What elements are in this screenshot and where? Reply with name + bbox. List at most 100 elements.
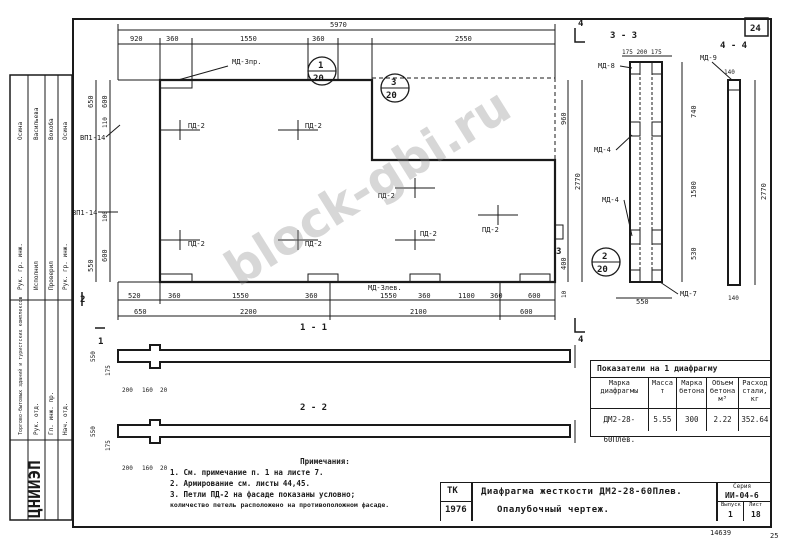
table-cell: ДМ2-28-60Плев. xyxy=(591,409,649,444)
indicators-table: Показатели на 1 диафрагму Марка диафрагм… xyxy=(590,360,772,444)
stamp-org-4: Нач. отд. xyxy=(62,402,69,435)
stamp-role-3: Проверил xyxy=(48,261,55,290)
dim-overall: 5970 xyxy=(330,21,347,29)
table-header-row: Марка диафрагмы Масса т Марка бетона Объ… xyxy=(591,378,771,409)
callout-1-bottom: 20 xyxy=(313,74,324,84)
dim-140-a: 140 xyxy=(724,69,735,76)
section-2-2: 2 - 2 550 200 160 20 175 xyxy=(90,403,576,472)
stamp-role-1: Рук. гр. инж. xyxy=(17,243,24,290)
dim-right-3: 400 xyxy=(560,257,568,270)
table-cell: 5.55 xyxy=(649,409,678,431)
table-title: Показатели на 1 диафрагму xyxy=(591,361,771,378)
table-cell: 2.22 xyxy=(707,409,739,431)
label-pd2-6: ПД-2 xyxy=(420,230,437,238)
dim-right-4: 10 xyxy=(561,290,568,298)
issue-label: Выпуск xyxy=(721,502,741,508)
section-title-22: 2 - 2 xyxy=(300,403,327,413)
section-3-3: 3 - 3 175 200 175 МД-8 МД-4 МД-4 МД-7 74… xyxy=(594,31,698,306)
stamp-divider-h xyxy=(441,501,471,502)
sheet-label: Лист xyxy=(749,502,763,508)
dim-right-1: 960 xyxy=(560,112,568,125)
table-row: ДМ2-28-60Плев. 5.55 300 2.22 352.64 xyxy=(591,409,771,444)
dim-left-5: 100 xyxy=(102,211,109,222)
s11-dim-20: 20 xyxy=(160,387,168,394)
dim-bot2-2: 2200 xyxy=(240,308,257,316)
dim-bot1-8: 360 xyxy=(490,292,503,300)
section-mark-4-top: 4 xyxy=(578,19,584,29)
stamp-name-4: Осина xyxy=(62,122,69,140)
dim-bot2-3: 2100 xyxy=(410,308,427,316)
callout-2-bottom: 20 xyxy=(597,265,608,275)
notes-block: Примечания: 1. См. примечание п. 1 на ли… xyxy=(170,456,440,511)
label-pd2-3: ПД-2 xyxy=(378,192,395,200)
note-item: количество петель расположено на противо… xyxy=(170,501,390,509)
table-header: Масса т xyxy=(649,378,678,408)
s11-dim-200: 200 xyxy=(122,387,133,394)
series-label: Серия xyxy=(733,483,752,490)
note-item: 2. Армирование см. листы 44,45. xyxy=(170,479,310,488)
note-item: 1. См. примечание п. 1 на листе 7. xyxy=(170,468,324,477)
page-corner: 25 xyxy=(770,532,778,540)
left-dimensions: 650 600 110 600 100 550 xyxy=(87,80,111,282)
dim-bot1-2: 360 xyxy=(168,292,181,300)
label-md9: МД-9 xyxy=(700,54,717,62)
table-cell: 300 xyxy=(677,409,708,431)
tk-label: ТК xyxy=(447,486,458,496)
label-pd2-7: ПД-2 xyxy=(482,226,499,234)
stamp-role-2: Исполнил xyxy=(33,261,40,290)
section-title-11: 1 - 1 xyxy=(300,323,327,333)
notes-title: Примечания: xyxy=(300,457,350,466)
stamp-divider-r2 xyxy=(743,501,744,521)
label-pd2-4: ПД-2 xyxy=(188,240,205,248)
dim-top-2: 360 xyxy=(166,35,179,43)
sheet-value: 18 xyxy=(751,510,761,519)
side-h-dim-2: 1500 xyxy=(690,181,698,198)
s22-dim-550: 550 xyxy=(90,426,97,437)
dim-top-3: 1550 xyxy=(240,35,257,43)
section-mark-4-bottom: 4 xyxy=(578,335,584,345)
label-pd2-1: ПД-2 xyxy=(188,122,205,130)
side-top-dims: 175 200 175 xyxy=(622,49,662,56)
bottom-dimensions: 520 360 1550 360 1550 360 1100 360 600 6… xyxy=(117,282,556,320)
stamp-role-4: Рук. гр. инж. xyxy=(62,243,69,290)
label-md4-a: МД-4 xyxy=(594,146,611,154)
stamp-org-3: Гл. инж. пр. xyxy=(48,392,55,435)
table-header: Марка бетона xyxy=(677,378,708,408)
dim-right-2: 2770 xyxy=(574,173,582,190)
dim-bot1-5: 1550 xyxy=(380,292,397,300)
s11-dim-550: 550 xyxy=(90,351,97,362)
note-item: 3. Петли ПД-2 на фасаде показаны условно… xyxy=(170,490,356,499)
stamp-name-2: Васильева xyxy=(33,107,40,140)
stamp-name-1: Осина xyxy=(17,122,24,140)
s22-dim-20: 20 xyxy=(160,465,168,472)
callout-3-top: 3 xyxy=(391,78,396,88)
callout-2: 2 20 xyxy=(591,247,621,277)
stamp-org-2: Рук. отд. xyxy=(33,402,40,435)
dim-left-1: 650 xyxy=(87,95,95,108)
drawing-subtitle: Опалубочный чертеж. xyxy=(497,505,610,515)
dim-top-4: 360 xyxy=(312,35,325,43)
label-md8: МД-8 xyxy=(598,62,615,70)
dim-140-b: 140 xyxy=(728,295,739,302)
org-logo: ЦНИИЭП xyxy=(25,460,44,518)
title-block: ТК 1976 Диафрагма жесткости ДМ2-28-60Пле… xyxy=(440,482,771,521)
right-dimensions: 960 2770 400 10 xyxy=(560,80,583,298)
dim-left-3: 110 xyxy=(102,117,109,128)
top-dimensions: 5970 920 360 1550 360 2550 xyxy=(117,21,556,80)
callout-3-bottom: 20 xyxy=(386,91,397,101)
dim-top-1: 920 xyxy=(130,35,143,43)
s22-dim-160: 160 xyxy=(142,465,153,472)
table-header: Марка диафрагмы xyxy=(591,378,649,408)
table-cell: 352.64 xyxy=(741,415,769,424)
dim-bot2-4: 600 xyxy=(520,308,533,316)
dim-bot1-4: 360 xyxy=(305,292,318,300)
label-md3-bottom: МД-3лев. xyxy=(368,284,402,292)
dim-bot1-3: 1550 xyxy=(232,292,249,300)
s11-dim-175a: 175 xyxy=(105,365,112,376)
dim-bot1-1: 520 xyxy=(128,292,141,300)
side-h-dim-3: 530 xyxy=(690,247,698,260)
section-4-4: 4 - 4 МД-9 2770 140 140 xyxy=(700,41,768,302)
dim-left-6: 550 xyxy=(87,259,95,272)
